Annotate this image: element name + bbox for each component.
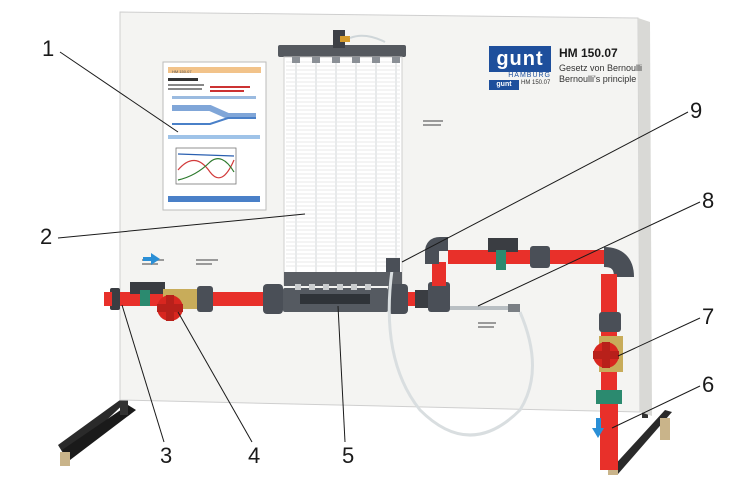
tube-manometer-panel — [278, 30, 406, 286]
callout-3: 3 — [160, 443, 173, 468]
brand-city: HAMBURG — [508, 72, 551, 79]
venturi-pressure-tap — [365, 284, 371, 290]
leader-lines — [57, 51, 701, 443]
callout-2: 2 — [40, 224, 53, 249]
manifold-nipple — [312, 57, 320, 63]
upper-pipe — [448, 250, 604, 264]
arrow-right-icon — [143, 253, 160, 265]
venturi-pressure-tap — [351, 284, 357, 290]
venturi-pressure-tap — [309, 284, 315, 290]
manifold-nipple — [332, 57, 340, 63]
connection-hose — [387, 269, 534, 437]
callout-1: 1 — [42, 36, 55, 61]
instruction-poster — [162, 61, 267, 211]
callout-7: 7 — [702, 304, 715, 329]
manifold-nipple — [392, 57, 400, 63]
gunt-logo: gunt — [489, 46, 551, 72]
leader-line-9 — [401, 111, 689, 263]
inlet-valve-handwheel — [157, 295, 183, 321]
leader-line-7 — [617, 317, 701, 357]
venturi-pressure-tap — [337, 284, 343, 290]
gunt-mini-logo: gunt — [489, 80, 519, 90]
inlet-hose-nozzle — [110, 288, 120, 310]
callout-6: 6 — [702, 372, 715, 397]
manometer-manifold — [278, 45, 406, 57]
pitot-probe — [450, 306, 510, 310]
leader-line-6 — [611, 385, 701, 429]
right-foot-pad — [660, 418, 670, 440]
callout-8: 8 — [702, 188, 715, 213]
subtitle-en: Bernoulli's principle — [559, 74, 637, 84]
poster-model: HM 150.07 — [172, 69, 192, 74]
arrow-down-icon — [592, 418, 604, 438]
manifold-nipple — [352, 57, 360, 63]
leader-line-8 — [477, 201, 701, 307]
pipework — [104, 237, 634, 470]
leader-line-3 — [121, 304, 165, 443]
manifold-nipple — [292, 57, 300, 63]
hose-connector — [386, 258, 400, 272]
left-foot-pad — [60, 452, 70, 466]
leader-line-5 — [337, 305, 346, 443]
subtitle-de: Gesetz von Bernoulli — [559, 63, 643, 73]
manometer-scale — [283, 56, 403, 286]
board-edge — [638, 18, 652, 416]
mini-model-label: HM 150.07 — [521, 80, 551, 86]
venturi-inlet-flange — [263, 284, 283, 314]
model-title: HM 150.07 — [559, 46, 618, 60]
leader-line-2 — [57, 213, 306, 239]
right-foot — [610, 410, 672, 474]
leader-line-4 — [177, 311, 253, 443]
callout-4: 4 — [248, 443, 261, 468]
callout-5: 5 — [342, 443, 355, 468]
venturi-pressure-tap — [323, 284, 329, 290]
manifold-nipple — [372, 57, 380, 63]
outlet-valve-handwheel — [593, 342, 619, 368]
callout-9: 9 — [690, 98, 703, 123]
brand-block: gunt HAMBURG HM 150.07 Gesetz von Bernou… — [489, 46, 665, 100]
venturi-pressure-tap — [295, 284, 301, 290]
leader-line-1 — [59, 51, 179, 133]
